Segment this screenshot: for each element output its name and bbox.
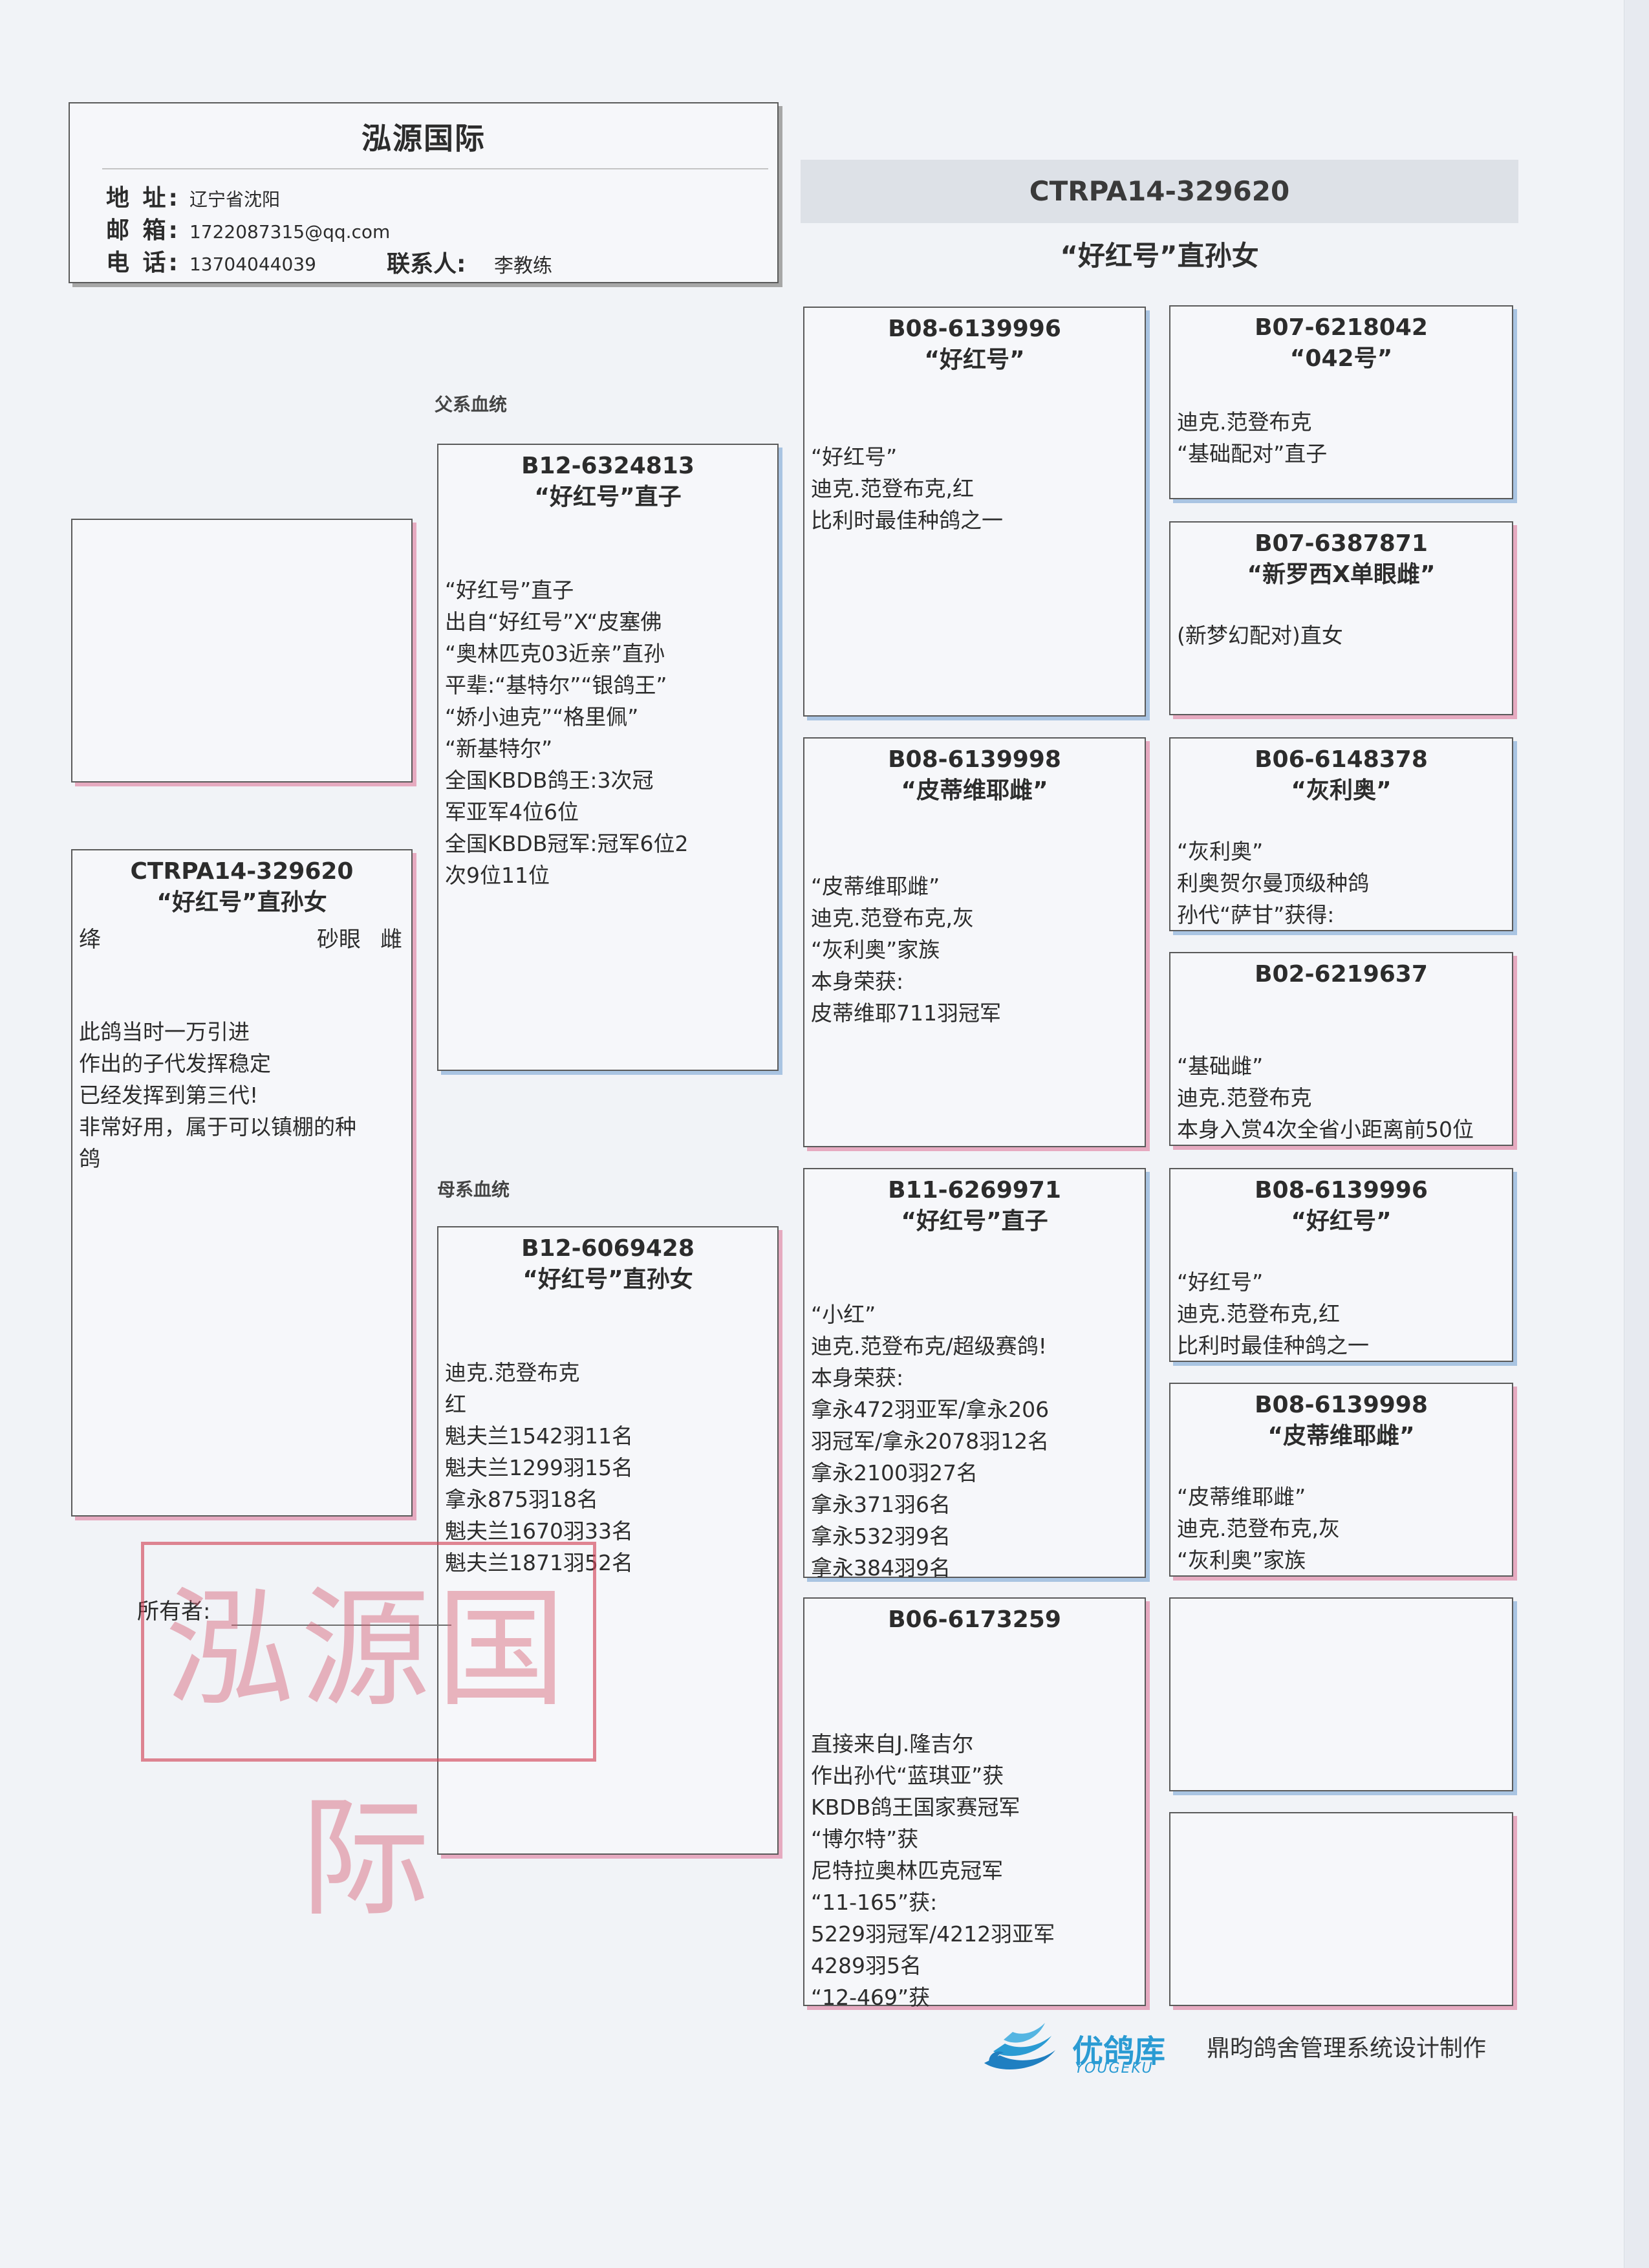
dam-sire-sire-ring: B08-6139996 [1255, 1177, 1428, 1204]
sire-sire-sire-description: 迪克.范登布克 “基础配对”直子 [1177, 409, 1328, 466]
subject-color: 绛 [79, 927, 101, 953]
address-label: 地 址: [106, 185, 180, 211]
dam-sire-sire-name: “好红号” [1291, 1208, 1392, 1235]
sire-description: “好红号”直子 出自“好红号”X“皮塞佛 “奥林匹克03近亲”直孙 平辈:“基特… [445, 578, 689, 888]
sire-sire-dam-card: B07-6387871 “新罗西X单眼雌” (新梦幻配对)直女 [1169, 521, 1513, 715]
subject-card: CTRPA14-329620 “好红号”直孙女 绛 砂眼雌 此鸽当时一万引进 作… [71, 849, 413, 1517]
brand-name-en: YOUGEKU [1075, 2060, 1154, 2077]
dam-sire-sire-card: B08-6139996 “好红号” “好红号” 迪克.范登布克,红 比利时最佳种… [1169, 1168, 1513, 1362]
dam-ring-number: B12-6069428 [521, 1235, 695, 1262]
dam-sire-dam-card: B08-6139998 “皮蒂维耶雌” “皮蒂维耶雌” 迪克.范登布克,灰 “灰… [1169, 1383, 1513, 1577]
sire-sire-dam-ring: B07-6387871 [1255, 530, 1428, 557]
sire-dam-dam-description: “基础雌” 迪克.范登布克 本身入赏4次全省小距离前50位 [1177, 1053, 1474, 1142]
dam-name: “好红号”直孙女 [523, 1266, 693, 1293]
dam-sire-dam-description: “皮蒂维耶雌” 迪克.范登布克,灰 “灰利奥”家族 [1177, 1484, 1340, 1573]
main-pigeon-name: “好红号”直孙女 [1060, 240, 1259, 272]
subject-description: 此鸽当时一万引进 作出的子代发挥稳定 已经发挥到第三代! 非常好用，属于可以镇棚… [79, 1019, 356, 1171]
dam-description: 迪克.范登布克 红 魁夫兰1542羽11名 魁夫兰1299羽15名 拿永875羽… [445, 1360, 633, 1575]
sire-dam-sire-ring: B06-6148378 [1255, 746, 1428, 773]
phone-label: 电 话: [106, 250, 180, 276]
dam-dam-description: 直接来自J.隆吉尔 作出孙代“蓝琪亚”获 KBDB鸽王国家赛冠军 “博尔特”获 … [811, 1731, 1055, 2010]
email-label: 邮 箱: [106, 217, 180, 244]
sire-dam-ring: B08-6139998 [888, 746, 1061, 773]
phone-row: 电 话: 13704044039 [106, 247, 316, 281]
sire-dam-sire-description: “灰利奥” 利奥贺尔曼顶级种鸽 孙代“萨甘”获得: [1177, 839, 1369, 927]
dam-dam-sire-card [1169, 1597, 1513, 1791]
sire-sire-dam-name: “新罗西X单眼雌” [1247, 561, 1436, 588]
subject-ring-number: CTRPA14-329620 [130, 858, 354, 885]
sire-sire-name: “好红号” [924, 347, 1025, 373]
stamp-text: 泓源国际 [164, 1574, 572, 1934]
sire-dam-sire-card: B06-6148378 “灰利奥” “灰利奥” 利奥贺尔曼顶级种鸽 孙代“萨甘”… [1169, 737, 1513, 931]
pigeon-wing-icon [984, 2023, 1055, 2070]
sire-dam-dam-ring: B02-6219637 [1255, 961, 1428, 988]
subject-name: “好红号”直孙女 [156, 889, 327, 916]
owner-signature-line [232, 1625, 451, 1626]
sire-dam-description: “皮蒂维耶雌” 迪克.范登布克,灰 “灰利奥”家族 本身荣获: 皮蒂维耶711羽… [811, 874, 1001, 1026]
sire-dam-card: B08-6139998 “皮蒂维耶雌” “皮蒂维耶雌” 迪克.范登布克,灰 “灰… [803, 737, 1146, 1147]
sire-dam-sire-name: “灰利奥” [1291, 777, 1392, 804]
phone-value: 13704044039 [189, 254, 316, 275]
subject-eye: 砂眼 [317, 927, 361, 953]
contact-label: 联系人: [387, 251, 466, 277]
kennel-stamp: 泓源国际 [141, 1542, 596, 1934]
dam-dam-dam-card [1169, 1812, 1513, 2006]
pigeon-photo [71, 519, 413, 783]
sire-dam-name: “皮蒂维耶雌” [901, 777, 1048, 804]
sire-sire-description: “好红号” 迪克.范登布克,红 比利时最佳种鸽之一 [811, 444, 1003, 533]
sire-sire-card: B08-6139996 “好红号” “好红号” 迪克.范登布克,红 比利时最佳种… [803, 307, 1146, 717]
brand-name-cn: 优鸽库 [1072, 2033, 1166, 2069]
address-row: 地 址: 辽宁省沈阳 [106, 182, 280, 216]
sire-dam-dam-card: B02-6219637 “基础雌” 迪克.范登布克 本身入赏4次全省小距离前50… [1169, 952, 1513, 1146]
kennel-header: 泓源国际 地 址: 辽宁省沈阳 邮 箱: 1722087315@qq.com 电 话… [69, 102, 779, 283]
sire-ring-number: B12-6324813 [521, 453, 695, 479]
dam-line-label: 母系血统 [437, 1179, 510, 1200]
dam-sire-sire-description: “好红号” 迪克.范登布克,红 比利时最佳种鸽之一 [1177, 1269, 1369, 1358]
dam-sire-ring: B11-6269971 [888, 1177, 1061, 1204]
subject-attributes: 绛 砂眼雌 [79, 922, 402, 953]
dam-sire-description: “小红” 迪克.范登布克/超级赛鸽! 本身荣获: 拿永472羽亚军/拿永206 … [811, 1302, 1050, 1581]
kennel-name: 泓源国际 [361, 121, 486, 156]
sire-sire-ring: B08-6139996 [888, 316, 1061, 342]
address-value: 辽宁省沈阳 [189, 189, 280, 210]
email-row: 邮 箱: 1722087315@qq.com [106, 215, 390, 248]
dam-sire-dam-name: “皮蒂维耶雌” [1267, 1423, 1415, 1449]
sire-name: “好红号”直子 [534, 484, 682, 510]
owner-label: 所有者: [137, 1599, 211, 1625]
system-credit: 鼎昀鸽舍管理系统设计制作 [1207, 2035, 1487, 2062]
dam-dam-card: B06-6173259 直接来自J.隆吉尔 作出孙代“蓝琪亚”获 KBDB鸽王国… [803, 1597, 1146, 2010]
brand-logo: 优鸽库 YOUGEKU [975, 2013, 1176, 2077]
main-ring-number: CTRPA14-329620 [801, 160, 1518, 223]
sire-card: B12-6324813 “好红号”直子 “好红号”直子 出自“好红号”X“皮塞佛… [437, 444, 779, 1071]
subject-sex: 雌 [380, 927, 402, 953]
dam-card: B12-6069428 “好红号”直孙女 迪克.范登布克 红 魁夫兰1542羽1… [437, 1226, 779, 1855]
contact-value: 李教练 [494, 255, 552, 277]
sire-sire-dam-description: (新梦幻配对)直女 [1177, 623, 1343, 648]
sire-sire-sire-ring: B07-6218042 [1255, 314, 1428, 341]
dam-sire-dam-ring: B08-6139998 [1255, 1392, 1428, 1418]
sire-sire-sire-card: B07-6218042 “042号” 迪克.范登布克 “基础配对”直子 [1169, 305, 1513, 499]
paper-edge [1624, 0, 1649, 2268]
dam-dam-ring: B06-6173259 [888, 1606, 1061, 1633]
dam-sire-name: “好红号”直子 [901, 1208, 1048, 1235]
sire-line-label: 父系血统 [435, 394, 508, 415]
email-value[interactable]: 1722087315@qq.com [189, 221, 391, 243]
dam-sire-card: B11-6269971 “好红号”直子 “小红” 迪克.范登布克/超级赛鸽! 本… [803, 1168, 1146, 1581]
header-divider [102, 168, 768, 169]
sire-sire-sire-name: “042号” [1289, 345, 1393, 372]
